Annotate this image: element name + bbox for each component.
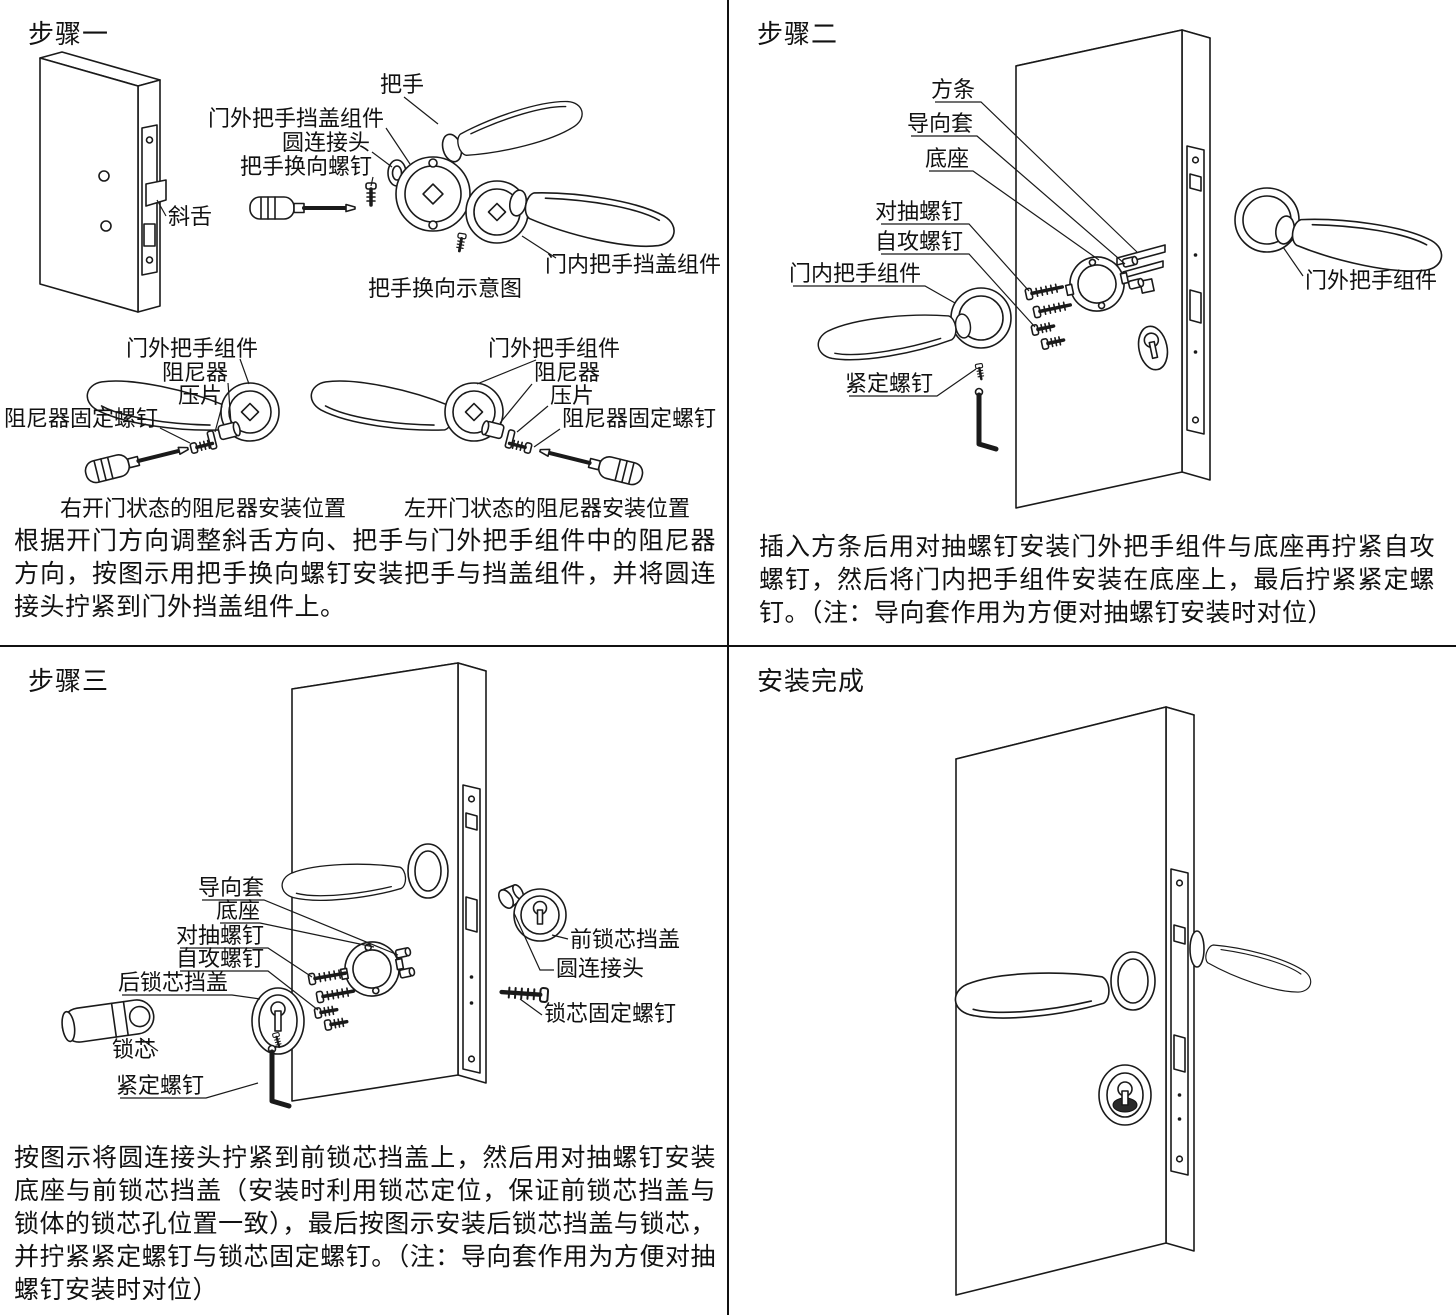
cylinder-cover <box>1098 1064 1152 1126</box>
label-set-screw: 紧定螺钉 <box>116 1074 204 1099</box>
rear-cylinder-cover <box>251 987 305 1055</box>
label-round-connector: 圆连接头 <box>282 131 370 156</box>
step1-diagram: 把手 门外把手挡盖组件 圆连接头 把手换向螺钉 斜舌 门内把手挡盖组件 把手换向… <box>4 51 721 522</box>
outer-handle-far <box>1189 930 1316 1000</box>
label-inner-cover-assembly: 门内把手挡盖组件 <box>545 253 721 278</box>
label-through-screw: 对抽螺钉 <box>875 200 963 225</box>
damper-part <box>217 421 241 441</box>
label-set-screw: 紧定螺钉 <box>845 372 933 397</box>
panel-step2: 方条 导向套 底座 对抽螺钉 自攻螺钉 门内把手组件 紧定螺钉 门外把手组件 步… <box>729 0 1456 647</box>
label-through-screw: 对抽螺钉 <box>176 924 264 949</box>
step2-title: 步骤二 <box>757 20 839 50</box>
cylinder-fixing-screw <box>501 985 548 1002</box>
round-connector <box>497 883 525 909</box>
label-clip: 压片 <box>550 384 594 409</box>
outer-handle-assembly <box>1234 187 1446 280</box>
label-damper-screw: 阻尼器固定螺钉 <box>562 407 716 432</box>
panel-step3: 导向套 底座 对抽螺钉 自攻螺钉 后锁芯挡盖 锁芯 紧定螺钉 前锁芯挡盖 圆连接… <box>0 647 729 1315</box>
step2-diagram: 方条 导向套 底座 对抽螺钉 自攻螺钉 门内把手组件 紧定螺钉 门外把手组件 <box>789 29 1446 509</box>
mounted-handle <box>280 843 449 905</box>
allen-key <box>976 389 997 450</box>
damper-diagram-right-open <box>81 373 280 487</box>
label-damper: 阻尼器 <box>534 361 600 386</box>
clip-part <box>504 429 516 449</box>
label-damper-screw: 阻尼器固定螺钉 <box>4 407 158 432</box>
caption-right-open: 右开门状态的阻尼器安装位置 <box>60 497 346 522</box>
label-round-connector: 圆连接头 <box>556 957 644 982</box>
outer-cover <box>395 156 471 232</box>
label-outer-handle-assembly: 门外把手组件 <box>1305 269 1437 294</box>
panel-complete: 安装完成 <box>729 647 1456 1315</box>
label-reversal-screw: 把手换向螺钉 <box>240 155 372 180</box>
label-tapping-screw: 自攻螺钉 <box>176 947 264 972</box>
damper-diagram-left-open <box>307 373 647 489</box>
label-base: 底座 <box>216 899 260 924</box>
set-screw <box>973 362 986 381</box>
inner-handle-assembly <box>814 287 1012 367</box>
reversal-screw <box>364 181 378 207</box>
label-tapping-screw: 自攻螺钉 <box>875 230 963 255</box>
step3-description: 按图示将圆连接头拧紧到前锁芯挡盖上，然后用对抽螺钉安装底座与前锁芯挡盖（安装时利… <box>14 1143 716 1304</box>
lock-cylinder <box>61 999 155 1043</box>
leader-lines <box>156 96 561 448</box>
label-outer-handle-assembly: 门外把手组件 <box>126 337 258 362</box>
screwdriver <box>248 195 357 221</box>
inner-cover-assembly <box>465 180 679 255</box>
label-clip: 压片 <box>178 384 222 409</box>
step1-description: 根据开门方向调整斜舌方向、把手与门外把手组件中的阻尼器方向，按图示用把手换向螺钉… <box>14 526 716 621</box>
label-guide-sleeve: 导向套 <box>907 112 973 137</box>
label-cylinder-fixing-screw: 锁芯固定螺钉 <box>544 1002 676 1027</box>
label-base: 底座 <box>925 147 969 172</box>
step1-title: 步骤一 <box>28 20 110 50</box>
completed-diagram <box>953 706 1316 1296</box>
label-handle: 把手 <box>380 73 424 98</box>
screwdriver <box>81 435 193 487</box>
label-outer-handle-assembly: 门外把手组件 <box>488 337 620 362</box>
label-rear-cylinder-cover: 后锁芯挡盖 <box>118 971 228 996</box>
label-reversal-caption: 把手换向示意图 <box>368 277 522 302</box>
label-front-cylinder-cover: 前锁芯挡盖 <box>570 928 680 953</box>
label-inner-handle-assembly: 门内把手组件 <box>789 262 921 287</box>
label-damper: 阻尼器 <box>162 361 228 386</box>
leader-lines <box>793 101 1304 397</box>
step3-diagram: 导向套 底座 对抽螺钉 自攻螺钉 后锁芯挡盖 锁芯 紧定螺钉 前锁芯挡盖 圆连接… <box>61 662 680 1315</box>
step3-title: 步骤三 <box>28 667 110 697</box>
front-cylinder-cover <box>513 888 567 942</box>
label-cylinder: 锁芯 <box>112 1038 156 1063</box>
handle <box>441 92 588 165</box>
door <box>39 51 167 313</box>
label-latch: 斜舌 <box>168 205 212 230</box>
step2-description: 插入方条后用对抽螺钉安装门外把手组件与底座再拧紧自攻螺钉，然后将门内把手组件安装… <box>759 532 1435 627</box>
mounted-handle <box>953 951 1156 1023</box>
label-square-bar: 方条 <box>931 78 975 103</box>
damper-part <box>481 420 505 440</box>
cover-screw <box>454 231 468 254</box>
leader-lines <box>120 899 569 1099</box>
caption-left-open: 左开门状态的阻尼器安装位置 <box>404 497 690 522</box>
screwdriver <box>535 437 647 489</box>
label-guide-sleeve: 导向套 <box>198 876 264 901</box>
clip-part <box>206 430 218 450</box>
label-outer-cover-assembly: 门外把手挡盖组件 <box>208 107 384 132</box>
complete-title: 安装完成 <box>757 667 866 697</box>
panel-step1: 把手 门外把手挡盖组件 圆连接头 把手换向螺钉 斜舌 门内把手挡盖组件 把手换向… <box>0 0 729 647</box>
